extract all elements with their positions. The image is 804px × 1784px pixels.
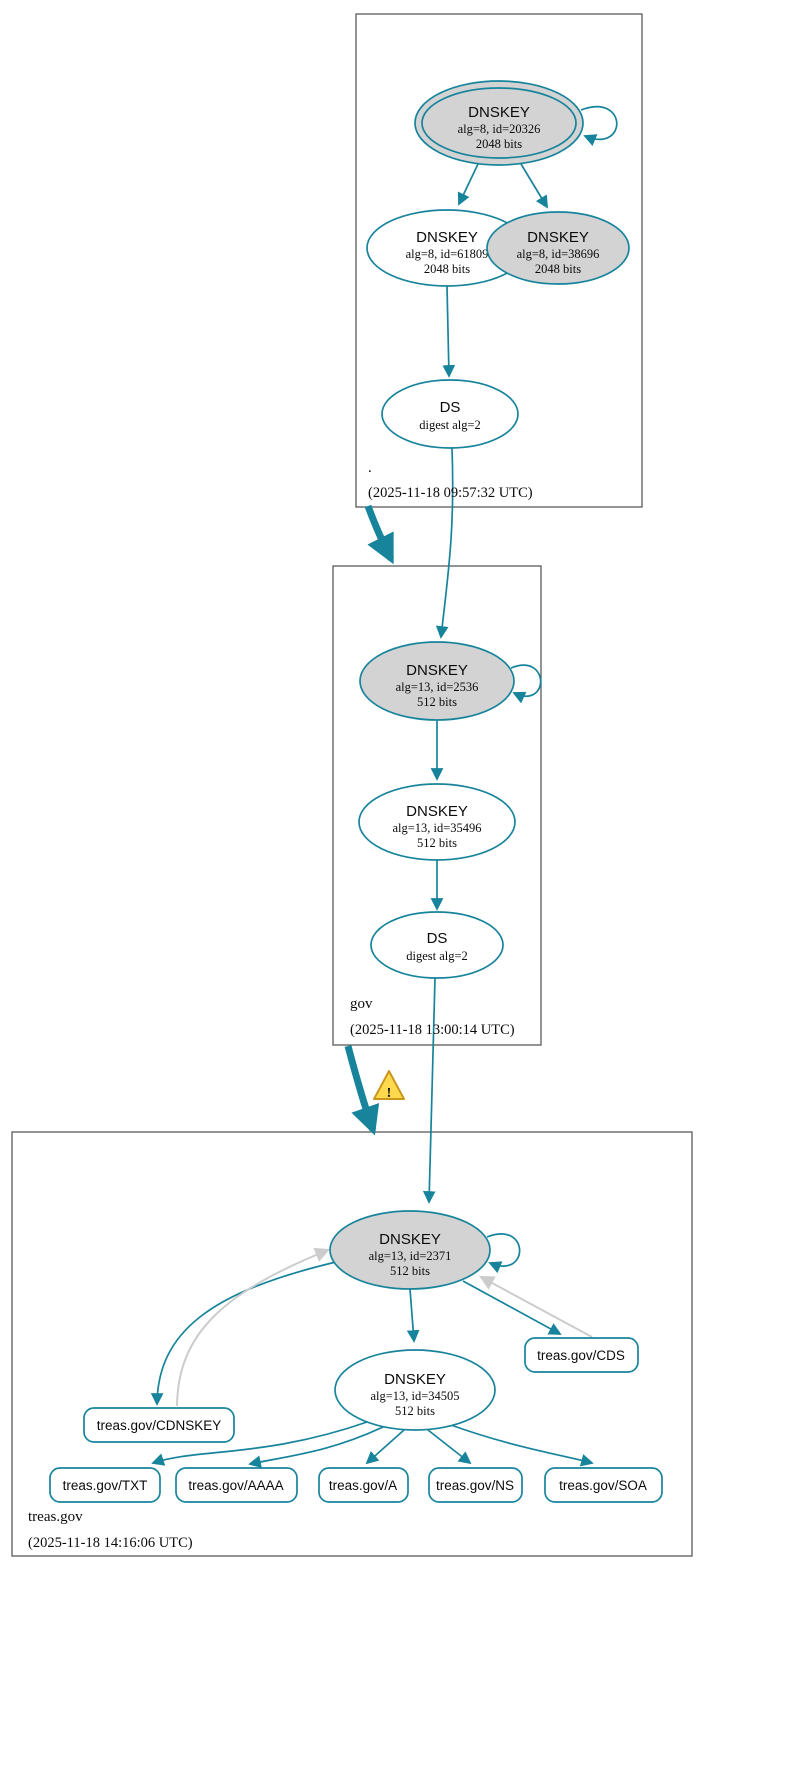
node-title: DNSKEY	[406, 662, 468, 679]
node-alg: alg=13, id=2536	[396, 680, 479, 694]
node-alg: alg=13, id=35496	[392, 821, 481, 835]
node-alg: alg=8, id=20326	[458, 122, 541, 136]
node-gov-zsk-dnskey-35496[interactable]: DNSKEY alg=13, id=35496 512 bits	[358, 783, 516, 861]
zone-label-root: .	[368, 460, 372, 476]
node-root-ksk-dnskey-20326[interactable]: DNSKEY alg=8, id=20326 2048 bits	[414, 80, 584, 166]
node-bits: 512 bits	[417, 836, 457, 850]
node-alg: alg=8, id=38696	[517, 247, 600, 261]
node-title: DS	[440, 399, 461, 416]
warning-exclamation: !	[387, 1086, 392, 1101]
edge-treas-cds-to-ksk-gray	[479, 1275, 593, 1338]
edge-root-zsk-to-ds	[442, 285, 456, 378]
node-rrset-treas-cds[interactable]: treas.gov/CDS	[524, 1337, 639, 1373]
rrset-label: treas.gov/NS	[436, 1478, 514, 1493]
edge-root-ds-to-gov-ksk	[435, 447, 454, 639]
node-alg: alg=8, id=61809	[406, 247, 489, 261]
node-alg: alg=13, id=2371	[369, 1249, 452, 1263]
node-bits: 512 bits	[390, 1264, 430, 1278]
node-bits: 512 bits	[395, 1404, 435, 1418]
node-title: DS	[427, 930, 448, 947]
rrset-label: treas.gov/CDS	[537, 1348, 625, 1363]
node-bits: 2048 bits	[535, 262, 581, 276]
rrset-label: treas.gov/SOA	[559, 1478, 647, 1493]
node-root-dnskey-38696[interactable]: DNSKEY alg=8, id=38696 2048 bits	[486, 211, 630, 285]
node-rrset-treas-a[interactable]: treas.gov/A	[318, 1467, 409, 1503]
zone-label-gov: gov	[350, 996, 373, 1012]
edge-treas-zsk-to-ns	[427, 1429, 472, 1465]
zone-box-gov	[332, 565, 542, 1046]
node-root-ds[interactable]: DS digest alg=2	[381, 379, 519, 449]
node-bits: 2048 bits	[476, 137, 522, 151]
edge-treas-ksk-to-zsk	[406, 1288, 420, 1343]
rrset-label: treas.gov/TXT	[63, 1478, 148, 1493]
node-title: DNSKEY	[379, 1231, 441, 1248]
edge-treas-ksk-to-cdnskey	[150, 1261, 337, 1406]
node-gov-ds[interactable]: DS digest alg=2	[370, 911, 504, 979]
node-rrset-treas-soa[interactable]: treas.gov/SOA	[544, 1467, 663, 1503]
node-bits: 512 bits	[417, 695, 457, 709]
node-treas-ksk-dnskey-2371[interactable]: DNSKEY alg=13, id=2371 512 bits	[329, 1210, 491, 1290]
rrset-label: treas.gov/CDNSKEY	[97, 1418, 222, 1433]
edge-treas-zsk-to-aaaa	[248, 1426, 384, 1469]
edge-delegation-gov-to-treas	[344, 1045, 380, 1136]
edge-root-ksk-selfsign-loop	[580, 105, 618, 147]
node-alg: digest alg=2	[406, 949, 468, 963]
zone-timestamp-root: (2025-11-18 09:57:32 UTC)	[368, 485, 533, 501]
node-alg: alg=13, id=34505	[370, 1389, 459, 1403]
edge-gov-ksk-selfsign-loop	[510, 664, 542, 704]
edge-treas-zsk-to-a	[365, 1429, 405, 1465]
node-title: DNSKEY	[406, 803, 468, 820]
zone-box-root	[355, 13, 643, 508]
zone-timestamp-gov: (2025-11-18 13:00:14 UTC)	[350, 1022, 515, 1038]
node-rrset-treas-ns[interactable]: treas.gov/NS	[428, 1467, 523, 1503]
edge-gov-ds-to-treas-ksk	[422, 977, 436, 1204]
node-alg: digest alg=2	[419, 418, 481, 432]
zone-label-treas-gov: treas.gov	[28, 1509, 83, 1525]
node-title: DNSKEY	[384, 1371, 446, 1388]
rrset-label: treas.gov/A	[329, 1478, 397, 1493]
edge-treas-cdnskey-to-ksk-gray	[176, 1247, 331, 1407]
node-gov-ksk-dnskey-2536[interactable]: DNSKEY alg=13, id=2536 512 bits	[359, 641, 515, 721]
edge-root-ksk-to-zsk	[457, 163, 479, 206]
zone-timestamp-treas-gov: (2025-11-18 14:16:06 UTC)	[28, 1535, 193, 1551]
node-bits: 2048 bits	[424, 262, 470, 276]
node-rrset-treas-txt[interactable]: treas.gov/TXT	[49, 1467, 161, 1503]
node-rrset-treas-cdnskey[interactable]: treas.gov/CDNSKEY	[83, 1407, 235, 1443]
node-treas-zsk-dnskey-34505[interactable]: DNSKEY alg=13, id=34505 512 bits	[334, 1349, 496, 1431]
edge-delegation-root-to-gov	[364, 504, 395, 565]
node-title: DNSKEY	[527, 229, 589, 246]
rrset-label: treas.gov/AAAA	[188, 1478, 283, 1493]
edge-treas-zsk-to-txt	[151, 1420, 371, 1466]
node-rrset-treas-aaaa[interactable]: treas.gov/AAAA	[175, 1467, 298, 1503]
edge-root-ksk-to-key38696	[520, 163, 548, 209]
node-title: DNSKEY	[416, 229, 478, 246]
node-title: DNSKEY	[468, 104, 530, 121]
edge-treas-zsk-to-soa	[447, 1423, 594, 1467]
node-root-zsk-dnskey-61809[interactable]: DNSKEY alg=8, id=61809 2048 bits	[366, 209, 528, 287]
edge-treas-ksk-selfsign-loop	[486, 1233, 521, 1274]
edge-treas-ksk-to-cds	[462, 1280, 562, 1335]
warning-icon[interactable]: !	[373, 1070, 405, 1101]
